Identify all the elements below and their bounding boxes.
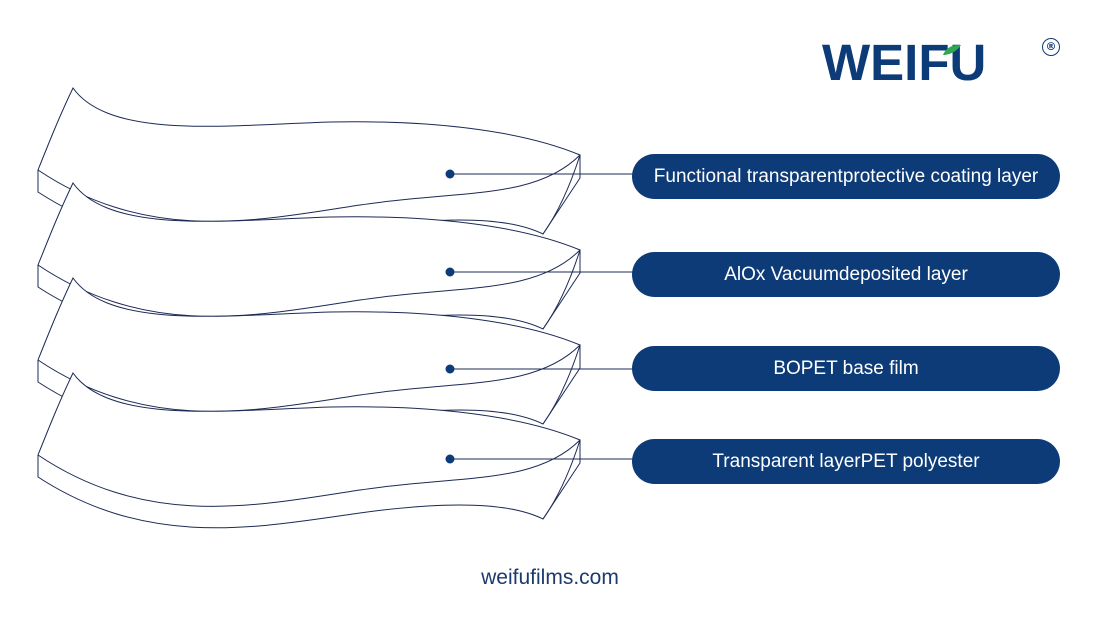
layer-label-coating: Functional transparentprotective coating…: [632, 154, 1060, 199]
brand-wordmark: WEIFU: [822, 34, 987, 91]
dot-icon: [445, 267, 455, 277]
layer-label-pet: Transparent layerPET polyester: [632, 439, 1060, 484]
registered-trademark-icon: ®: [1042, 38, 1060, 56]
website-url: weifufilms.com: [481, 566, 619, 589]
film-sheet-top-face: [37, 277, 581, 412]
layer-label-alox: AlOx Vacuumdeposited layer: [632, 252, 1060, 297]
film-sheet-top-face: [37, 87, 581, 222]
film-sheet-4: [37, 372, 581, 529]
leaf-icon: [943, 45, 961, 55]
brand-logo: WEIFU ®: [822, 36, 1062, 90]
layer-label-bopet: BOPET base film: [632, 346, 1060, 391]
dot-icon: [445, 169, 455, 179]
film-sheet-top-face: [37, 372, 581, 507]
dot-icon: [445, 454, 455, 464]
dot-icon: [445, 364, 455, 374]
film-sheet-top-face: [37, 182, 581, 317]
